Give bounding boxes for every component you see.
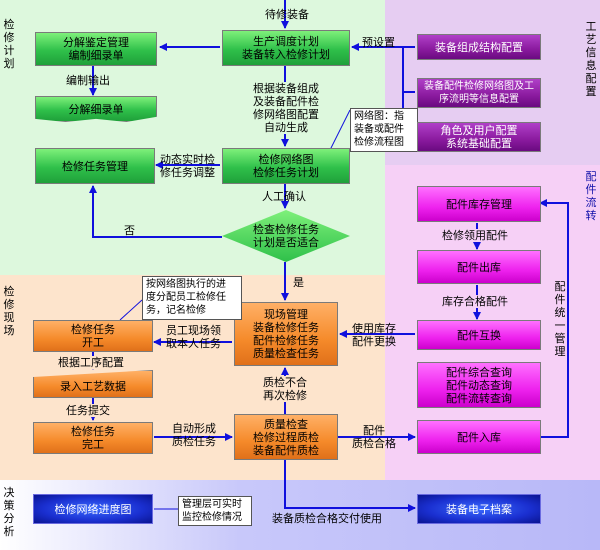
queries-box[interactable]: 配件综合查询 配件动态查询 配件流转查询 [417,362,541,408]
zone-title-maintenance-site: 检修现场 [3,285,15,337]
manage-note: 管理层可实时 监控检修情况 [178,496,252,526]
site-mgmt-box[interactable]: 现场管理 装备检修任务 配件检修任务 质量检查任务 [234,302,338,366]
swap-box[interactable]: 配件互换 [417,320,541,350]
entry-box[interactable]: 录入工艺数据 [33,370,153,398]
confirm-label: 人工确认 [262,190,306,203]
zone-title-parts-flow: 配件流转 [585,170,597,222]
submit-label: 任务提交 [66,404,110,417]
role-config-box[interactable]: 角色及用户配置 系统基础配置 [417,122,541,152]
auto-gen-label: 根据装备组成 及装备配件检 修网络图配置 自动生成 [250,82,322,134]
use-stock-label: 使用库存 配件更换 [352,322,396,348]
finish-box[interactable]: 检修任务 完工 [33,422,153,454]
pick-parts-label: 检修领用配件 [442,229,508,242]
parts-network-box[interactable]: 装备配件检修网络图及工 序流明等信息配置 [417,78,541,108]
storage-label: 库存合格配件 [442,295,508,308]
no-label: 否 [124,224,135,237]
progress-chart-box[interactable]: 检修网络进度图 [33,494,153,524]
network-plan-box[interactable]: 检修网络图 检修任务计划 [222,148,350,184]
parts-pass-label: 配件 质检合格 [352,424,396,450]
compile-out-label: 编制输出 [66,74,110,87]
zone-title-maintenance-plan: 检修计划 [3,18,15,70]
task-mgmt-box[interactable]: 检修任务管理 [35,148,155,184]
start-box[interactable]: 检修任务 开工 [33,320,153,352]
zone-title-process-info: 工艺信息配置 [585,20,597,98]
execute-note: 按网络图执行的进 度分配员工检修任 务，记名检修 [142,276,242,320]
quality-box[interactable]: 质量检查 检修过程质检 装备配件质检 [234,414,338,460]
outbound-box[interactable]: 配件出库 [417,250,541,284]
preset-label: 预设置 [362,36,395,49]
network-note: 网络图：指 装备或配件 检修流程图 [350,108,418,152]
archive-box[interactable]: 装备电子档案 [417,494,541,524]
equip-pass-label: 装备质检合格交付使用 [272,512,382,525]
inbound-box[interactable]: 配件入库 [417,420,541,454]
worker-label: 员工现场领 取本人任务 [166,324,221,350]
production-plan-box[interactable]: 生产调度计划 装备转入检修计划 [222,30,350,66]
yes-label: 是 [293,276,304,289]
process-cfg-label: 根据工序配置 [58,356,124,369]
fail-recheck-label: 质检不合 再次检修 [258,376,312,402]
top-input-label: 待修装备 [265,8,309,21]
equip-struct-box[interactable]: 装备组成结构配置 [417,34,541,60]
decompose-box[interactable]: 分解鉴定管理 编制细录单 [35,32,157,66]
auto-quality-label: 自动形成 质检任务 [172,422,216,448]
zone-title-decision: 决策分析 [3,486,15,538]
dynamic-adjust-label: 动态实时检 修任务调整 [160,153,215,179]
inventory-box[interactable]: 配件库存管理 [417,186,541,222]
decompose-list-doc[interactable]: 分解细录单 [35,96,157,122]
unified-mgmt-label: 配件统一管理 [553,280,567,358]
